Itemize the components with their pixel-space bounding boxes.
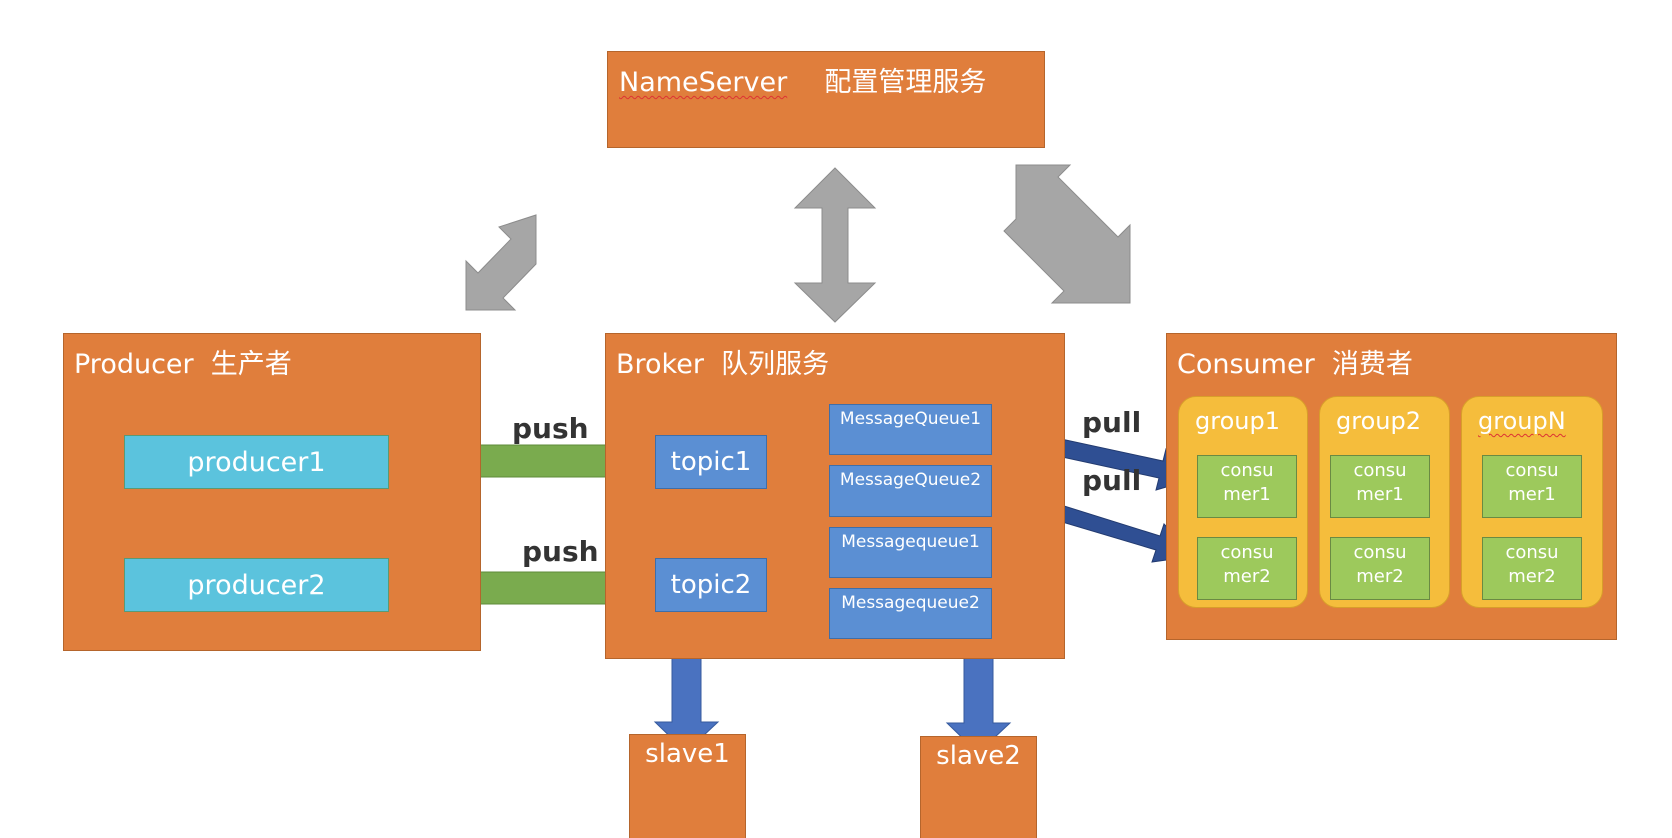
message-queue-topic1-1: MessageQueue1: [829, 404, 992, 455]
push-label-2: push: [522, 535, 599, 568]
group-title: group2: [1336, 407, 1421, 435]
producer1-node: producer1: [124, 435, 389, 489]
groupn-consumer2: consumer2: [1482, 537, 1582, 600]
pull-label-1: pull: [1082, 406, 1142, 439]
nameserver-consumer-link-arrow: [1003, 164, 1131, 304]
nameserver-title-en: NameServer: [619, 67, 788, 98]
message-queue-topic2-1: Messagequeue1: [829, 527, 992, 578]
slave1-node: slave1: [629, 734, 746, 838]
group2-consumer2: consumer2: [1330, 537, 1430, 600]
topic2-node: topic2: [655, 558, 767, 612]
slave2-node: slave2: [920, 736, 1037, 838]
broker-title: Broker 队列服务: [616, 349, 830, 380]
message-queue-topic2-2: Messagequeue2: [829, 588, 992, 639]
group-title: group1: [1195, 407, 1280, 435]
nameserver-title: NameServer 配置管理服务: [619, 60, 986, 99]
group2-consumer1: consumer1: [1330, 455, 1430, 518]
nameserver-producer-link-arrow: [465, 214, 537, 311]
topic1-node: topic1: [655, 435, 767, 489]
groupn-consumer1: consumer1: [1482, 455, 1582, 518]
push-label-1: push: [512, 412, 589, 445]
pull-label-2: pull: [1082, 464, 1142, 497]
consumer-title: Consumer 消费者: [1177, 349, 1413, 380]
group1-consumer1: consumer1: [1197, 455, 1297, 518]
producer2-node: producer2: [124, 558, 389, 612]
nameserver-title-zh: 配置管理服务: [824, 67, 987, 98]
nameserver-box: NameServer 配置管理服务: [607, 51, 1045, 148]
producer-title: Producer 生产者: [74, 349, 292, 380]
group-title: groupN: [1478, 407, 1566, 435]
slave1-title: slave1: [645, 739, 730, 769]
group1-consumer2: consumer2: [1197, 537, 1297, 600]
slave2-title: slave2: [936, 741, 1021, 771]
nameserver-broker-link-arrow: [793, 167, 877, 323]
message-queue-topic1-2: MessageQueue2: [829, 465, 992, 517]
